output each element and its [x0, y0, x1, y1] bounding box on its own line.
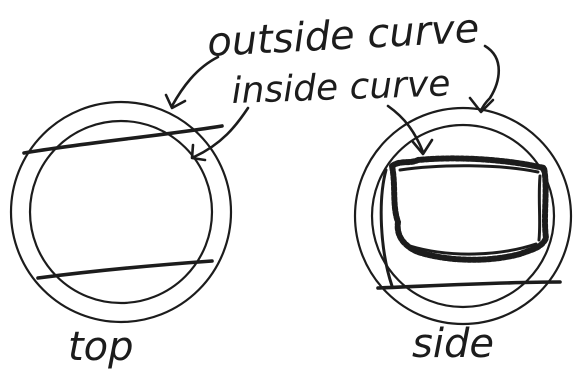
arrow-inside-to-top: [194, 108, 248, 157]
side-view-scribble-band-inner: [400, 166, 540, 254]
inside-curve-label: inside curve: [231, 63, 451, 112]
arrow-outside-to-side: [481, 46, 499, 111]
side-view-figure: [355, 108, 571, 324]
arrowhead-inside-to-side: [413, 140, 432, 154]
side-label: side: [412, 321, 494, 367]
outside-curve-label: outside curve: [206, 6, 480, 66]
side-view-left-stroke: [381, 170, 392, 286]
top-label: top: [68, 324, 134, 369]
top-view-outer-circle: [11, 102, 231, 322]
side-view-scribble-band: [392, 158, 546, 259]
top-view-figure: [11, 102, 231, 322]
